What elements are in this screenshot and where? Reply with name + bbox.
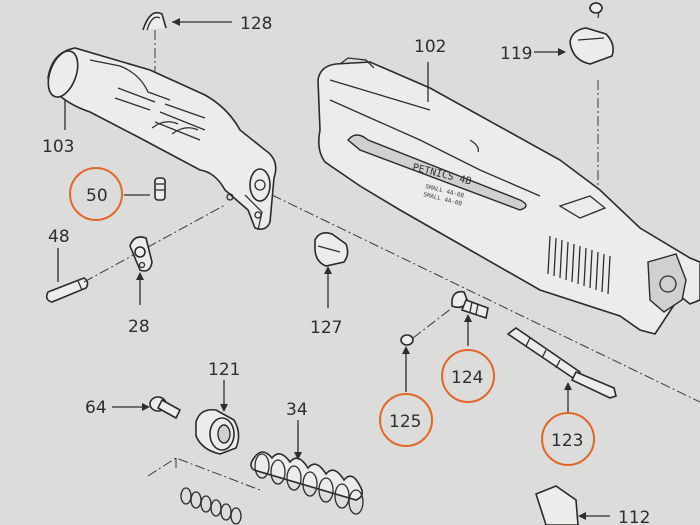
label-102: 102 <box>414 37 446 57</box>
label-124: 124 <box>451 368 483 388</box>
part-128-clip <box>142 11 167 31</box>
label-127: 127 <box>310 318 342 338</box>
arrow-28 <box>136 272 144 280</box>
label-123: 123 <box>551 431 583 451</box>
label-128: 128 <box>240 14 272 34</box>
label-28: 28 <box>128 317 150 337</box>
slide-serrations <box>547 235 611 295</box>
part-123-firing-pin <box>506 327 617 399</box>
label-119: 119 <box>500 44 532 64</box>
arrow-128 <box>172 18 180 26</box>
arrow-64 <box>142 403 150 411</box>
label-103: 103 <box>42 137 74 157</box>
arrow-34 <box>294 452 302 460</box>
arrow-124 <box>464 314 472 322</box>
arrow-125 <box>402 346 410 354</box>
label-64: 64 <box>85 398 107 418</box>
part-102-slide: PETNICS 4B SMALL 4A-08 SMALL 4A-08 <box>317 57 700 335</box>
part-127-block <box>314 232 349 267</box>
part-50-pin <box>154 177 166 201</box>
part-48-pin <box>45 277 89 303</box>
part-119-sight <box>569 1 614 65</box>
label-50: 50 <box>86 186 108 206</box>
part-125-ring <box>400 307 453 346</box>
highlight-circle-124 <box>441 349 495 403</box>
label-112: 112 <box>618 508 650 525</box>
part-121-bushing <box>195 408 240 455</box>
recoil-assembly-outline <box>147 457 261 525</box>
label-34: 34 <box>286 400 308 420</box>
label-125: 125 <box>389 412 421 432</box>
part-34-spring <box>250 451 364 515</box>
axis-48 <box>83 204 226 283</box>
highlight-circle-125 <box>379 393 433 447</box>
arrow-121 <box>220 404 228 412</box>
part-64-screw <box>149 396 182 420</box>
arrow-112 <box>578 512 586 520</box>
label-121: 121 <box>208 360 240 380</box>
part-103-barrel <box>47 47 277 231</box>
arrow-123 <box>564 382 572 390</box>
part-112 <box>535 485 579 525</box>
part-28-link <box>129 236 153 272</box>
arrow-119 <box>558 48 566 56</box>
arrow-127 <box>324 266 332 274</box>
part-124-screw <box>451 290 489 320</box>
highlight-circle-50 <box>69 167 123 221</box>
label-48: 48 <box>48 227 70 247</box>
main-axis <box>271 194 700 403</box>
highlight-circle-123 <box>541 412 595 466</box>
